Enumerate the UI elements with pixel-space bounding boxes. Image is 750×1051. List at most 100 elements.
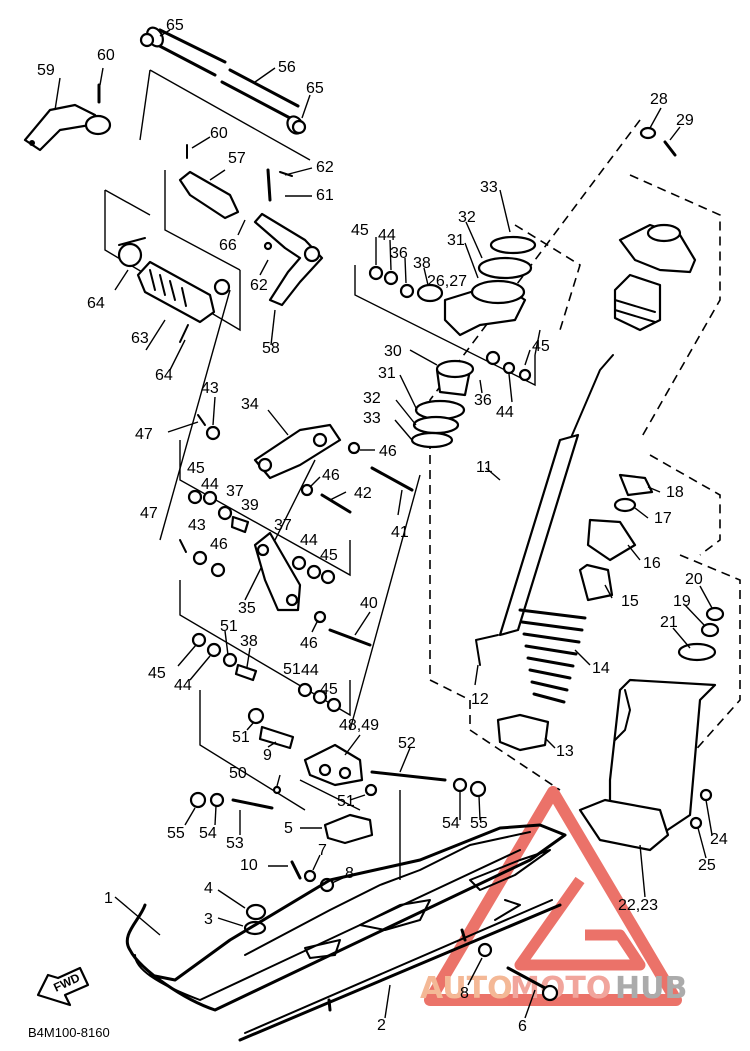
callout-48-49: 48,49	[339, 717, 379, 734]
callout-44: 44	[378, 227, 396, 244]
part-45-washer-d	[320, 569, 336, 585]
part-13-spring-seat-lower	[496, 713, 550, 752]
callout-58: 58	[262, 340, 280, 357]
callout-10: 10	[240, 857, 258, 874]
part-44-washer-d	[306, 564, 322, 580]
part-44-washer-c	[202, 490, 218, 506]
part-43-nut-b	[192, 550, 208, 566]
part-52-bolt	[370, 770, 447, 782]
part-47-pin-a	[197, 414, 206, 426]
part-54-washer-a	[452, 777, 468, 793]
callout-50: 50	[229, 765, 247, 782]
part-3-washer	[243, 920, 267, 936]
part-17-collar	[613, 497, 637, 513]
callout-54: 54	[199, 825, 217, 842]
callout-55: 55	[470, 815, 488, 832]
callout-15: 15	[621, 593, 639, 610]
callout-47: 47	[135, 426, 153, 443]
callout-14: 14	[592, 660, 610, 677]
part-46-washer-a	[300, 483, 314, 497]
part-65-nut-right	[291, 119, 307, 135]
part-24-bolt	[699, 788, 713, 802]
part-44-washer-a	[383, 270, 399, 286]
part-55-nut-b	[189, 791, 207, 809]
part-15-bump-stop	[578, 563, 614, 602]
callout-62: 62	[316, 159, 334, 176]
callout-56: 56	[278, 59, 296, 76]
callout-9: 9	[263, 747, 272, 764]
part-46-washer-b	[347, 441, 361, 455]
callout-43: 43	[188, 517, 206, 534]
callout-42: 42	[354, 485, 372, 502]
part-10-pin	[290, 860, 302, 880]
callout-65: 65	[306, 80, 324, 97]
part-25-nut	[689, 816, 703, 830]
catalog-code: B4M100-8160	[28, 1025, 110, 1040]
callout-55: 55	[167, 825, 185, 842]
part-43-nut-a	[205, 425, 221, 441]
callout-2: 2	[377, 1017, 386, 1034]
callout-30: 30	[384, 343, 402, 360]
callout-64: 64	[155, 367, 173, 384]
callout-25: 25	[698, 857, 716, 874]
part-39-collar	[230, 515, 250, 534]
part-44-washer-e	[206, 642, 222, 658]
callout-labels: 65 60 59 56 65 60 57 62 61 66 62 64 63 6…	[37, 17, 728, 1035]
part-46-washer-d	[313, 610, 327, 624]
callout-44: 44	[174, 677, 192, 694]
callout-24: 24	[710, 831, 728, 848]
part-14-spring	[518, 608, 587, 704]
part-2-runner	[238, 899, 562, 1042]
callout-37: 37	[274, 517, 292, 534]
part-18-cap	[618, 473, 654, 497]
callout-41: 41	[391, 524, 409, 541]
callout-17: 17	[654, 510, 672, 527]
callout-45: 45	[532, 338, 550, 355]
callout-38: 38	[240, 633, 258, 650]
part-9-collar	[258, 725, 295, 750]
callout-37: 37	[226, 483, 244, 500]
group-outlines	[104, 69, 741, 880]
part-37-seal-d	[291, 555, 307, 571]
callout-4: 4	[204, 880, 213, 897]
part-45-washer-f	[326, 697, 342, 713]
callout-45: 45	[148, 665, 166, 682]
callout-31: 31	[378, 365, 396, 382]
callout-60: 60	[210, 125, 228, 142]
callout-20: 20	[685, 571, 703, 588]
callout-47: 47	[140, 505, 158, 522]
callout-32: 32	[458, 209, 476, 226]
callout-13: 13	[556, 743, 574, 760]
callout-5: 5	[284, 820, 293, 837]
part-51-seal-e	[222, 652, 238, 668]
callout-8: 8	[345, 865, 354, 882]
callout-35: 35	[238, 600, 256, 617]
callout-38: 38	[413, 255, 431, 272]
part-45-washer-c	[187, 489, 203, 505]
callout-64: 64	[87, 295, 105, 312]
part-55-nut-a	[469, 780, 487, 798]
part-44-washer-f	[312, 689, 328, 705]
callout-45: 45	[320, 681, 338, 698]
part-37-seal-c	[217, 505, 233, 521]
part-40-bolt	[328, 628, 372, 647]
callout-19: 19	[673, 593, 691, 610]
part-50-grease-nipple	[272, 785, 282, 795]
callout-26-27: 26,27	[427, 273, 467, 290]
fwd-direction-arrow: FWD	[36, 966, 90, 1007]
part-29-bolt	[663, 140, 677, 157]
part-7-washer	[303, 869, 317, 883]
callout-1: 1	[104, 890, 113, 907]
part-16-spring-seat	[586, 518, 637, 562]
part-6-wear-bar-stud	[506, 966, 547, 990]
callout-51: 51	[232, 729, 250, 746]
part-46-washer-c	[210, 562, 226, 578]
part-45-washer-b	[518, 368, 532, 382]
part-36-seal-a	[399, 283, 415, 299]
callout-44: 44	[300, 532, 318, 549]
callout-45: 45	[187, 460, 205, 477]
callout-62: 62	[250, 277, 268, 294]
part-8-nut-b	[477, 942, 493, 958]
callout-36: 36	[390, 245, 408, 262]
